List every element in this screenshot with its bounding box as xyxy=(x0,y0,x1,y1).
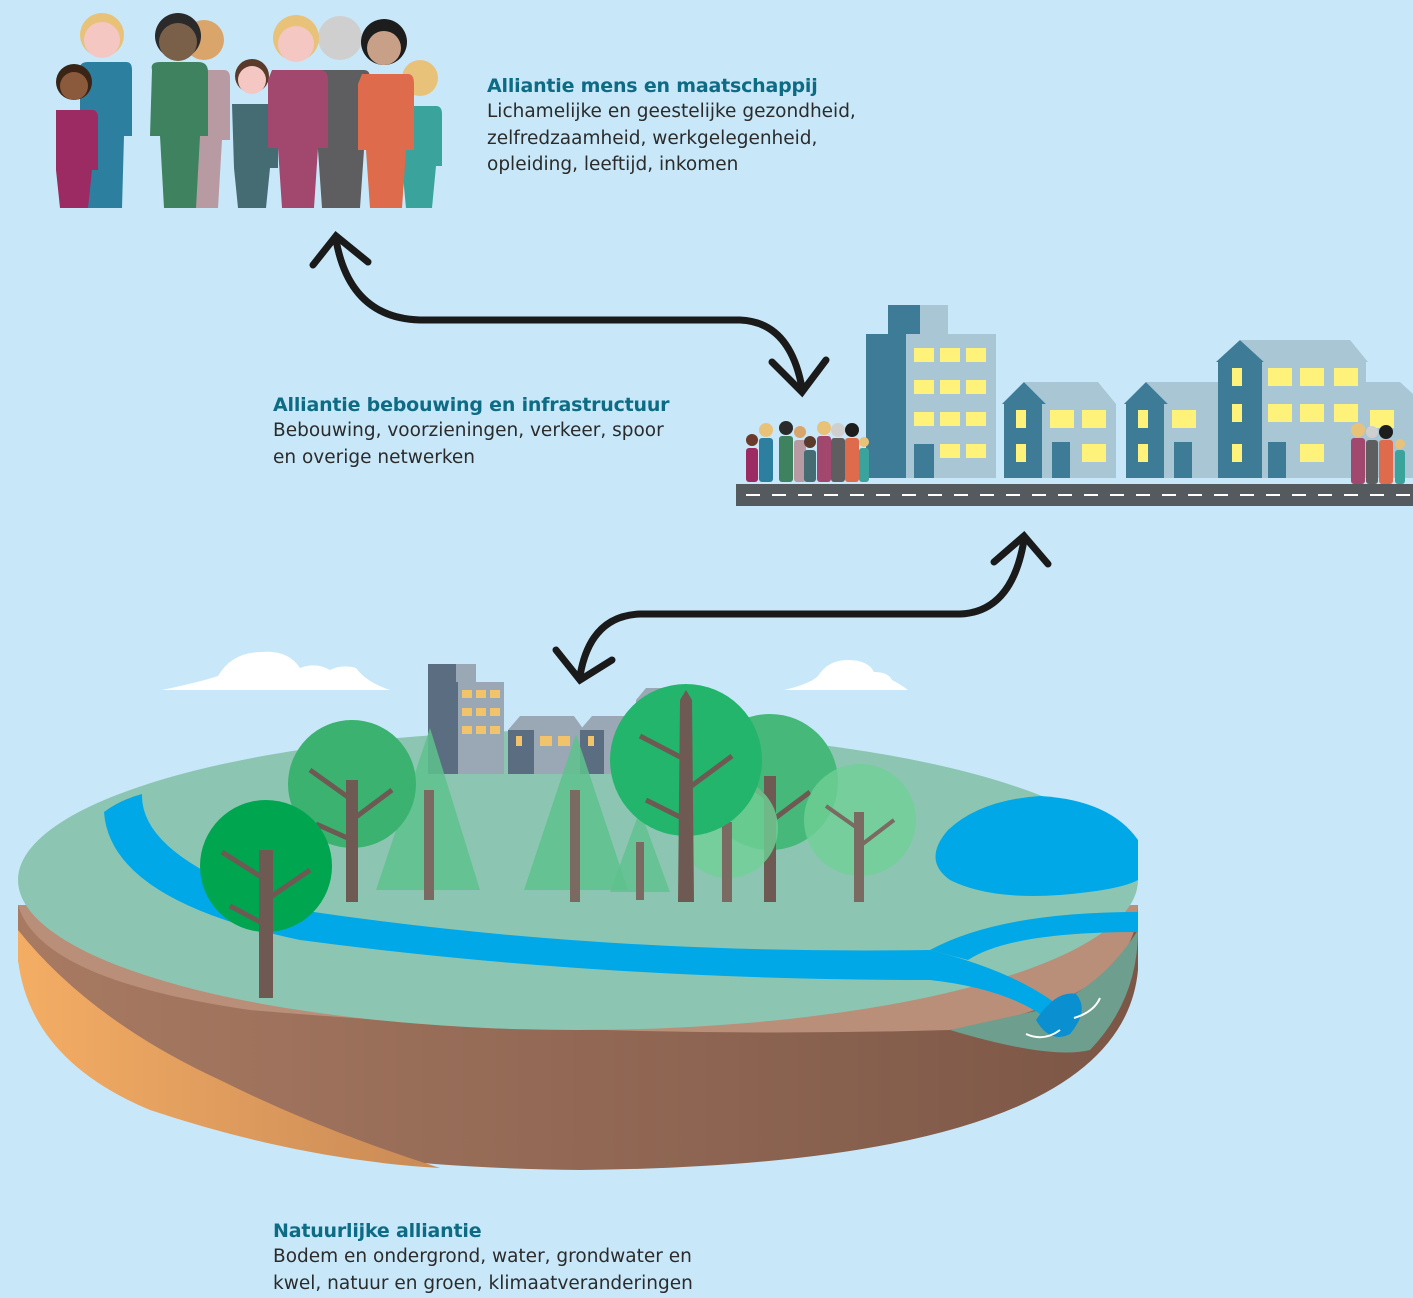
description-line: zelfredzaamheid, werkgelegenheid, xyxy=(487,127,818,149)
section-natuurlijke-alliantie: Natuurlijke alliantie Bodem en ondergron… xyxy=(273,1218,693,1297)
cloud-icon xyxy=(162,651,908,690)
section-title: Alliantie mens en maatschappij xyxy=(487,75,818,97)
description-line: Bodem en ondergrond, water, grondwater e… xyxy=(273,1246,692,1267)
section-description: Bebouwing, voorzieningen, verkeer, spoor… xyxy=(273,418,669,471)
section-mens-maatschappij: Alliantie mens en maatschappij Lichameli… xyxy=(487,73,856,179)
description-line: Lichamelijke en geestelijke gezondheid, xyxy=(487,101,856,122)
section-description: Bodem en ondergrond, water, grondwater e… xyxy=(273,1244,693,1297)
double-arrow-icon xyxy=(309,231,1052,685)
landscape-disc-icon xyxy=(18,651,1138,1170)
description-line: opleiding, leeftijd, inkomen xyxy=(487,154,739,175)
description-line: kwel, natuur en groen, klimaatveranderin… xyxy=(273,1272,693,1294)
people-group-icon xyxy=(56,13,442,208)
section-bebouwing-infrastructuur: Alliantie bebouwing en infrastructuur Be… xyxy=(273,392,670,471)
description-line: en overige netwerken xyxy=(273,446,476,468)
section-title: Alliantie bebouwing en infrastructuur xyxy=(273,394,670,416)
section-title: Natuurlijke alliantie xyxy=(273,1220,482,1242)
description-line: Bebouwing, voorzieningen, verkeer, spoor xyxy=(273,420,664,441)
section-description: Lichamelijke en geestelijke gezondheid, … xyxy=(487,99,856,179)
city-block-icon xyxy=(736,305,1413,506)
